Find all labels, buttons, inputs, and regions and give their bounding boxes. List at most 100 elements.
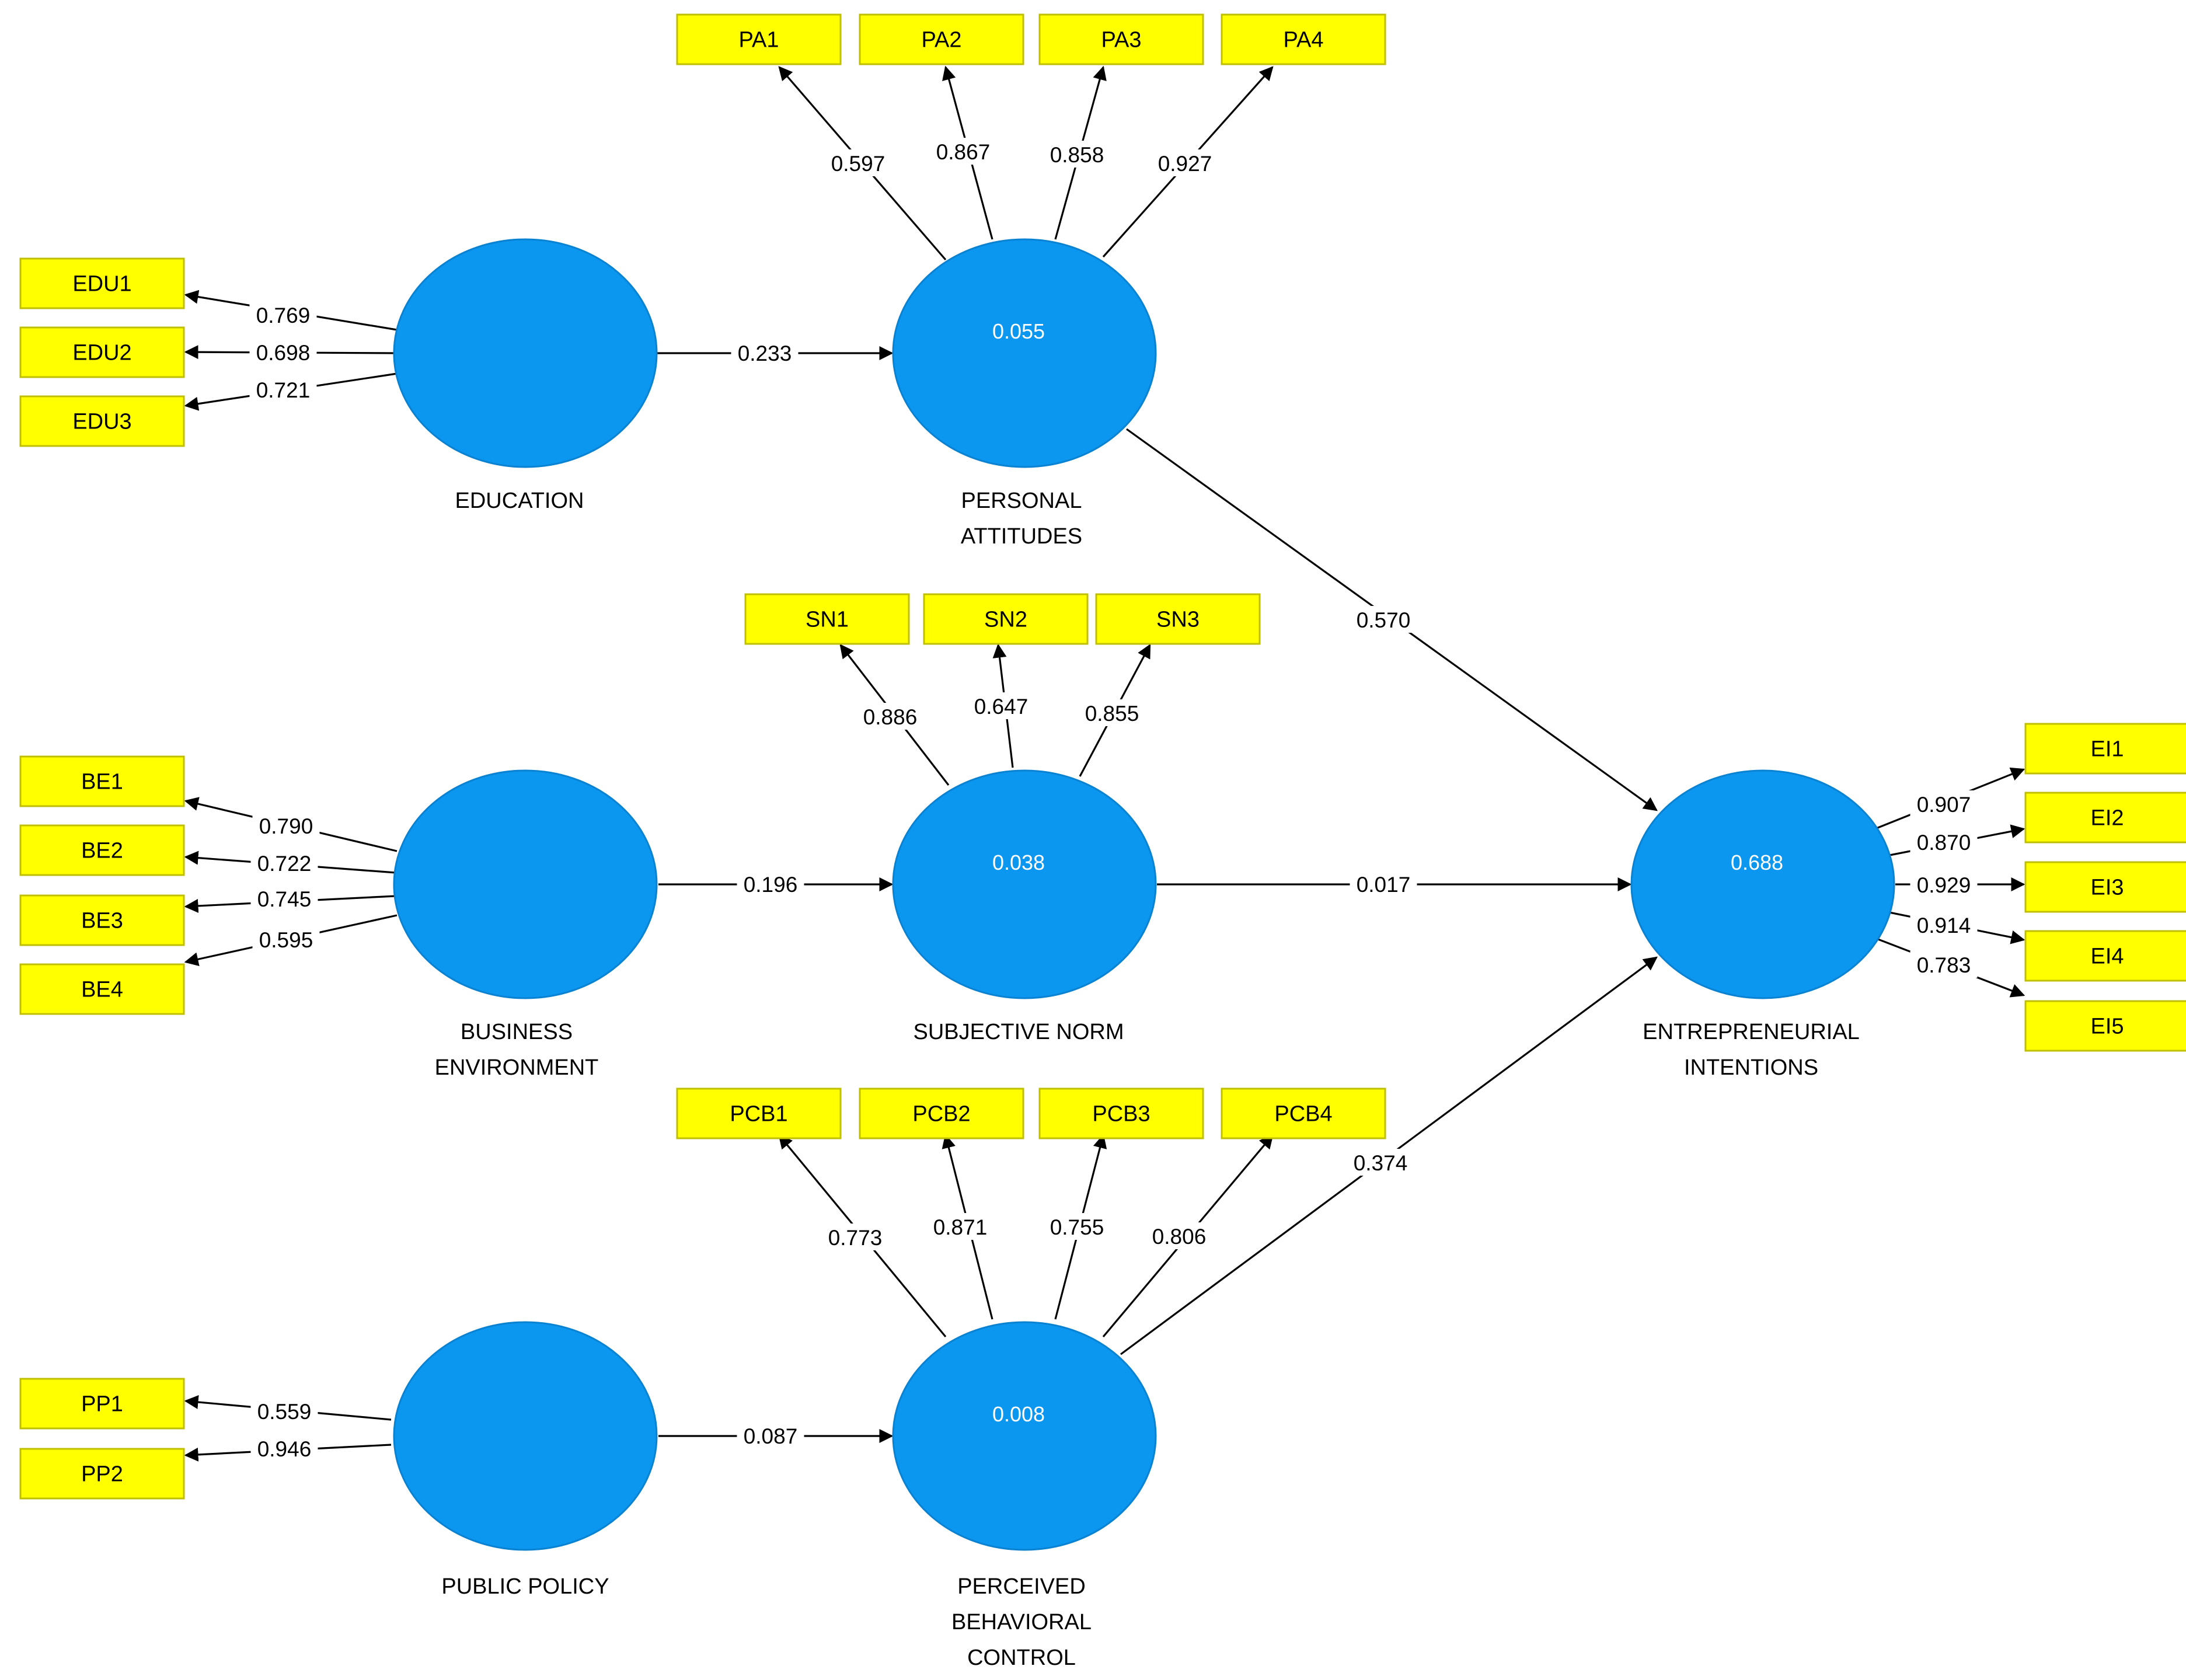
indicator-box: [859, 1088, 1024, 1139]
coefficient-text: 0.929: [1917, 873, 1971, 897]
construct-edu[interactable]: EDUCATION: [393, 238, 658, 513]
indicator-ei3[interactable]: EI3: [2024, 861, 2186, 913]
indicator-ei4[interactable]: EI4: [2024, 930, 2186, 982]
indicator-box: [2024, 861, 2186, 913]
coefficient-text: 0.870: [1917, 831, 1971, 855]
construct-label: PERSONAL: [961, 489, 1082, 513]
indicator-ei2[interactable]: EI2: [2024, 792, 2186, 844]
indicator-pa2[interactable]: PA2: [859, 13, 1024, 65]
label-background: [250, 885, 318, 912]
indicator-pcb4[interactable]: PCB4: [1221, 1088, 1386, 1139]
label-background: [252, 812, 320, 839]
label-background: [1043, 1213, 1111, 1240]
coefficient-text: 0.773: [828, 1226, 883, 1250]
indicator-label: PA4: [1283, 28, 1323, 53]
coefficient-text: 0.769: [256, 304, 311, 327]
construct-label: ATTITUDES: [961, 524, 1082, 549]
construct-label: ENVIRONMENT: [435, 1055, 599, 1080]
loading-value-sn2: 0.647: [967, 692, 1035, 719]
indicator-ei5[interactable]: EI5: [2024, 1000, 2186, 1052]
label-background: [1910, 790, 1978, 817]
indicator-box: [19, 1448, 185, 1500]
construct-label: INTENTIONS: [1684, 1055, 1818, 1080]
indicator-sn3[interactable]: SN3: [1095, 593, 1261, 645]
loading-value-pcb2: 0.871: [926, 1213, 994, 1240]
indicator-edu3[interactable]: EDU3: [19, 395, 185, 447]
indicator-ei1[interactable]: EI1: [2024, 723, 2186, 775]
indicator-label: PP2: [81, 1462, 123, 1487]
loading-value-ei5: 0.783: [1910, 951, 1978, 978]
path-coefficient-sn-ei: 0.017: [1350, 870, 1417, 897]
indicator-be2[interactable]: BE2: [19, 824, 185, 876]
loading-value-sn1: 0.886: [856, 703, 924, 730]
indicator-pa1[interactable]: PA1: [676, 13, 842, 65]
indicator-label: SN3: [1156, 608, 1200, 632]
coefficient-text: 0.946: [257, 1437, 312, 1461]
construct-label: EDUCATION: [455, 489, 584, 513]
indicator-label: BE3: [81, 909, 123, 933]
indicator-be4[interactable]: BE4: [19, 963, 185, 1015]
label-background: [252, 926, 320, 953]
indicator-sn2[interactable]: SN2: [923, 593, 1089, 645]
coefficient-text: 0.196: [744, 873, 798, 897]
indicator-pcb2[interactable]: PCB2: [859, 1088, 1024, 1139]
construct-ellipse: [1630, 769, 1895, 999]
indicator-pcb3[interactable]: PCB3: [1038, 1088, 1204, 1139]
label-background: [1350, 606, 1417, 633]
indicator-box: [19, 326, 185, 378]
construct-pp[interactable]: PUBLIC POLICY: [393, 1321, 658, 1599]
indicator-pp2[interactable]: PP2: [19, 1448, 185, 1500]
indicator-label: EI2: [2090, 806, 2124, 831]
loading-value-pcb4: 0.806: [1145, 1222, 1213, 1249]
indicator-pcb1[interactable]: PCB1: [676, 1088, 842, 1139]
coefficient-text: 0.570: [1357, 608, 1411, 632]
indicator-pp1[interactable]: PP1: [19, 1378, 185, 1430]
construct-ellipse: [393, 1321, 658, 1551]
indicator-label: PCB2: [912, 1102, 970, 1127]
r-squared-value: 0.008: [992, 1402, 1045, 1426]
construct-ellipse: [892, 769, 1157, 999]
indicator-edu1[interactable]: EDU1: [19, 257, 185, 309]
indicator-box: [1095, 593, 1261, 645]
loading-value-pcb3: 0.755: [1043, 1213, 1111, 1240]
coefficient-text: 0.871: [933, 1215, 988, 1239]
coefficient-text: 0.233: [738, 341, 792, 365]
coefficient-text: 0.721: [256, 378, 311, 402]
label-background: [926, 1213, 994, 1240]
indicator-label: PCB3: [1092, 1102, 1150, 1127]
coefficient-text: 0.698: [256, 341, 311, 365]
label-background: [1078, 699, 1146, 726]
coefficient-text: 0.790: [259, 814, 313, 838]
indicator-be1[interactable]: BE1: [19, 755, 185, 807]
indicator-pa3[interactable]: PA3: [1038, 13, 1204, 65]
indicator-pa4[interactable]: PA4: [1221, 13, 1386, 65]
indicator-label: EDU3: [72, 410, 131, 434]
indicator-box: [19, 894, 185, 946]
indicator-box: [744, 593, 910, 645]
coefficient-text: 0.597: [831, 152, 885, 176]
indicator-label: BE1: [81, 770, 123, 794]
coefficient-text: 0.745: [257, 887, 312, 911]
label-background: [821, 1224, 889, 1250]
loading-value-ei4: 0.914: [1910, 911, 1978, 938]
loading-value-be2: 0.722: [250, 849, 318, 876]
indicator-sn1[interactable]: SN1: [744, 593, 910, 645]
path-coefficient-edu-pa: 0.233: [731, 339, 799, 366]
label-background: [250, 849, 318, 876]
indicator-be3[interactable]: BE3: [19, 894, 185, 946]
construct-label: PUBLIC POLICY: [441, 1574, 609, 1599]
label-background: [929, 138, 997, 165]
coefficient-text: 0.559: [257, 1400, 312, 1424]
loading-value-pcb1: 0.773: [821, 1224, 889, 1250]
indicator-edu2[interactable]: EDU2: [19, 326, 185, 378]
coefficient-text: 0.722: [257, 852, 312, 876]
path-coefficient-pbc-ei: 0.374: [1347, 1149, 1414, 1176]
indicator-box: [1221, 13, 1386, 65]
